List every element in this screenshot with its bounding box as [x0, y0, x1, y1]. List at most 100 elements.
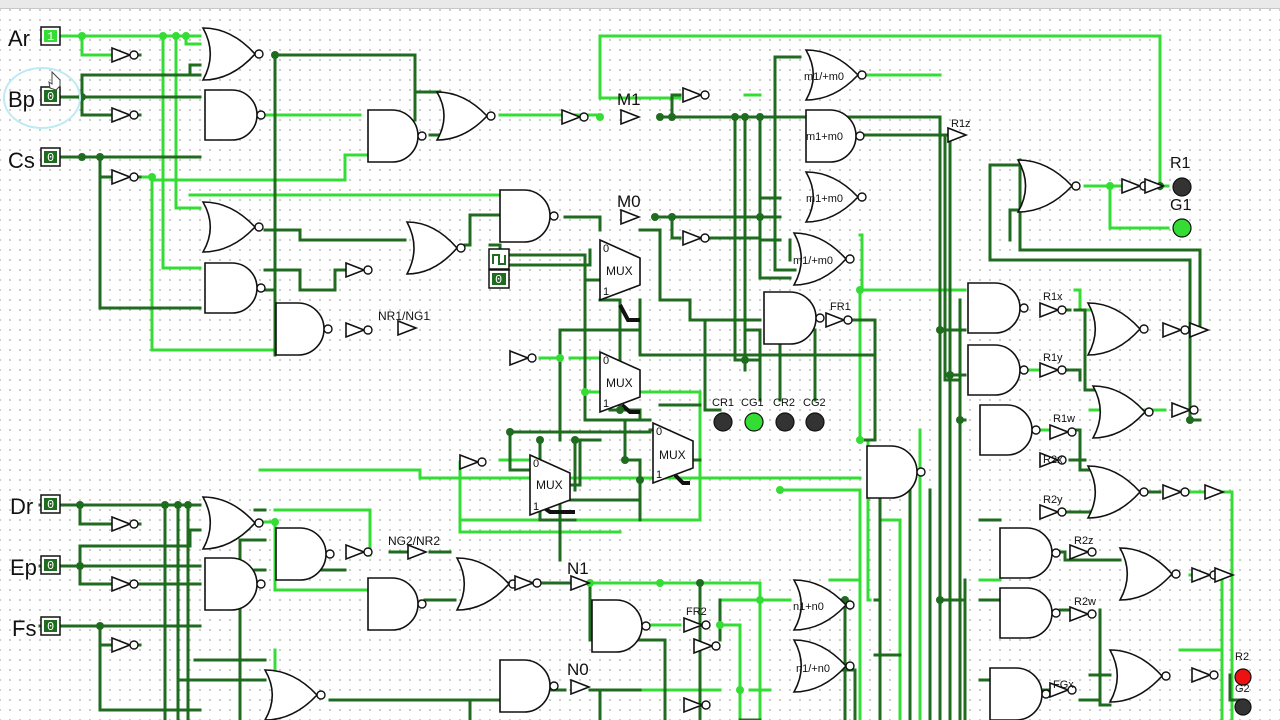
buffer[interactable]: [620, 108, 642, 126]
not-gate[interactable]: [1039, 503, 1067, 521]
or-gate[interactable]: [405, 221, 466, 275]
not-gate[interactable]: [459, 453, 487, 471]
not-gate[interactable]: [1191, 566, 1219, 584]
nand-gate[interactable]: [275, 302, 333, 356]
or-gate[interactable]: [792, 579, 855, 631]
buffer[interactable]: [570, 678, 592, 696]
or-gate[interactable]: [1118, 547, 1181, 601]
nand-gate[interactable]: [275, 527, 335, 581]
nand-gate[interactable]: [999, 587, 1061, 639]
input-pin-ar[interactable]: Ar 1: [8, 26, 61, 51]
or-gate[interactable]: [455, 557, 518, 611]
nand-gate[interactable]: [204, 557, 266, 611]
or-gate[interactable]: [201, 201, 264, 253]
wire: [38, 53, 1242, 720]
not-gate[interactable]: [682, 229, 710, 247]
nand-gate[interactable]: [967, 282, 1029, 334]
not-gate[interactable]: [683, 696, 711, 714]
not-gate[interactable]: [345, 543, 373, 561]
nand-gate[interactable]: [499, 189, 559, 243]
not-gate[interactable]: [509, 349, 537, 367]
nand-gate[interactable]: [591, 599, 651, 653]
buffer[interactable]: [1204, 483, 1226, 501]
or-gate[interactable]: [1108, 649, 1171, 703]
nand-gate[interactable]: [204, 262, 266, 314]
not-gate[interactable]: [825, 311, 853, 329]
not-gate[interactable]: [1049, 423, 1077, 441]
not-gate[interactable]: [683, 616, 711, 634]
mux-4[interactable]: MUX 0 1: [529, 453, 571, 517]
not-gate[interactable]: [111, 106, 139, 124]
nand-gate[interactable]: [763, 291, 825, 345]
not-gate[interactable]: [1049, 681, 1077, 699]
or-gate[interactable]: [792, 639, 855, 693]
clock-input[interactable]: [488, 248, 510, 270]
nand-gate[interactable]: [367, 109, 427, 163]
buffer[interactable]: [407, 543, 429, 561]
not-gate[interactable]: [514, 574, 542, 592]
nand-gate[interactable]: [979, 404, 1041, 456]
or-gate[interactable]: [804, 49, 867, 101]
nand-gate[interactable]: [866, 445, 926, 499]
wire-junction: [776, 486, 784, 494]
svg-text:CG2: CG2: [803, 397, 826, 409]
or-gate[interactable]: [1091, 385, 1154, 439]
not-gate[interactable]: [682, 86, 710, 104]
not-gate[interactable]: [111, 46, 139, 64]
buffer[interactable]: [947, 126, 969, 144]
tunnel-label-m0: M0: [617, 192, 641, 211]
not-gate[interactable]: [111, 575, 139, 593]
not-gate[interactable]: [1171, 401, 1199, 419]
constant-input[interactable]: 0: [488, 269, 510, 289]
or-gate[interactable]: [1086, 465, 1149, 519]
wire: [58, 34, 1234, 720]
buffer[interactable]: [397, 319, 419, 337]
not-gate[interactable]: [1069, 605, 1097, 623]
not-gate[interactable]: [1121, 177, 1149, 195]
not-gate[interactable]: [1069, 543, 1097, 561]
input-pin-dr[interactable]: Dr 0: [10, 494, 61, 519]
not-gate[interactable]: [111, 515, 139, 533]
nand-gate[interactable]: [805, 109, 865, 163]
nand-gate[interactable]: [999, 527, 1061, 579]
not-gate[interactable]: [111, 636, 139, 654]
not-gate[interactable]: [1039, 451, 1067, 469]
not-gate[interactable]: [1039, 361, 1067, 379]
or-gate[interactable]: [804, 171, 867, 223]
or-gate[interactable]: [1086, 302, 1149, 356]
nand-gate[interactable]: [204, 89, 266, 141]
nand-gate[interactable]: [367, 577, 427, 631]
mux-1[interactable]: MUX 0 1: [599, 238, 641, 302]
or-gate[interactable]: [1016, 159, 1081, 213]
mux-2[interactable]: MUX 0 1: [599, 350, 641, 414]
buffer[interactable]: [620, 208, 642, 226]
wire-junction: [556, 354, 564, 362]
buffer[interactable]: [570, 574, 592, 592]
not-gate[interactable]: [345, 261, 373, 279]
or-gate[interactable]: [792, 232, 855, 286]
or-gate[interactable]: [435, 91, 496, 141]
buffer[interactable]: [1144, 177, 1166, 195]
not-gate[interactable]: [1162, 483, 1190, 501]
not-gate[interactable]: [1039, 301, 1067, 319]
input-pin-ep[interactable]: Ep 0: [10, 555, 61, 580]
input-pin-fs[interactable]: Fs 0: [12, 616, 61, 641]
nand-gate[interactable]: [967, 344, 1029, 396]
not-gate[interactable]: [1191, 666, 1219, 684]
or-gate[interactable]: [263, 669, 326, 720]
input-pin-cs[interactable]: Cs 0: [8, 147, 61, 173]
nand-gate[interactable]: [989, 667, 1051, 720]
buffer[interactable]: [1189, 321, 1211, 339]
buffer[interactable]: [1214, 566, 1236, 584]
not-gate[interactable]: [345, 321, 373, 339]
wire-junction: [96, 153, 104, 161]
or-gate[interactable]: [201, 496, 264, 550]
input-pin-bp[interactable]: Bp 0: [8, 86, 61, 112]
not-gate[interactable]: [693, 637, 721, 655]
not-gate[interactable]: [111, 168, 139, 186]
mux-3[interactable]: MUX 0 1: [652, 421, 694, 485]
not-gate[interactable]: [561, 108, 589, 126]
not-gate[interactable]: [1162, 321, 1190, 339]
or-gate[interactable]: [201, 27, 264, 81]
nand-gate[interactable]: [499, 659, 559, 713]
